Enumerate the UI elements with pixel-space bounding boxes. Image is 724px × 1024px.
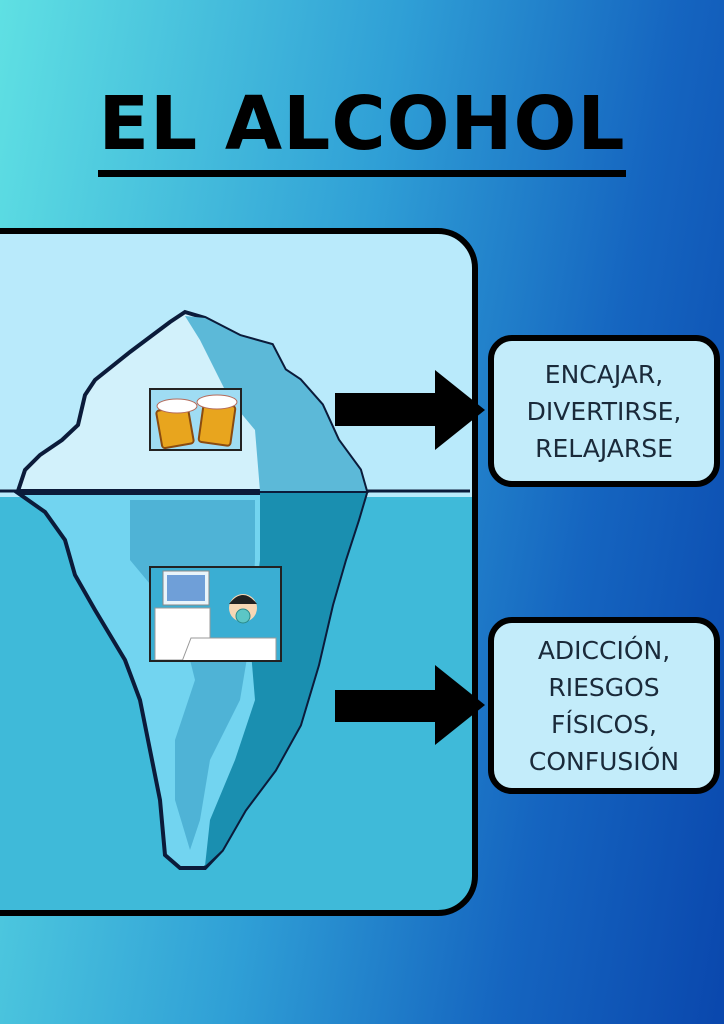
arrow-right-icon [335, 665, 485, 745]
hospital-bed-icon [154, 570, 277, 660]
box-line: CONFUSIÓN [528, 746, 680, 776]
box-line: RIESGOS [548, 672, 660, 702]
box-line: DIVERTIRSE, [526, 396, 682, 426]
arrow-right-icon [335, 370, 485, 450]
beer-mugs-image [149, 388, 242, 451]
hospital-patient-image [149, 566, 282, 662]
hidden-effects-box: ADICCIÓN, RIESGOS FÍSICOS, CONFUSIÓN [488, 617, 720, 794]
page-title: EL ALCOHOL [0, 78, 724, 177]
iceberg-shadow-top [185, 316, 366, 491]
surface-effects-box: ENCAJAR, DIVERTIRSE, RELAJARSE [488, 335, 720, 487]
box-line: ENCAJAR, [544, 359, 664, 389]
iceberg-shadow-dark [205, 493, 366, 866]
box-line: ADICCIÓN, [537, 635, 671, 665]
beer-mug-icon [155, 394, 238, 449]
box-line: FÍSICOS, [551, 709, 657, 739]
box-line: RELAJARSE [535, 433, 673, 463]
